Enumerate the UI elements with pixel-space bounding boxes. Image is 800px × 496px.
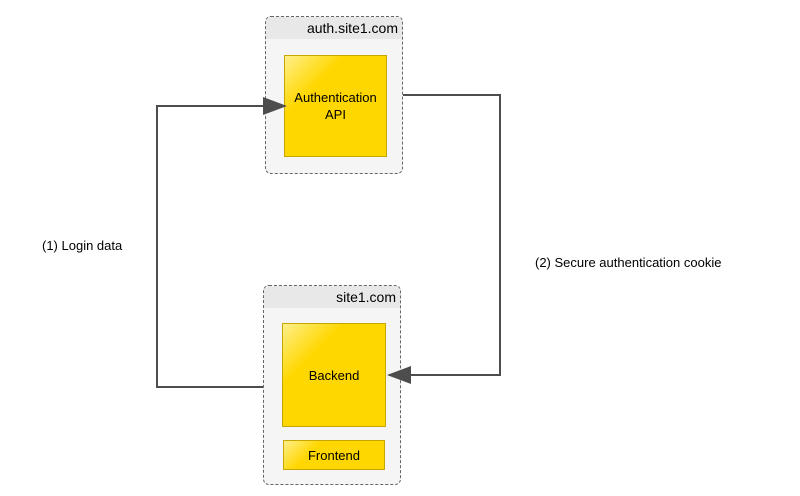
node-authentication-api-label: Authentication API (294, 90, 377, 122)
edge-secure-cookie (387, 94, 501, 384)
node-authentication-api: Authentication API (284, 55, 387, 157)
container-auth-site1: auth.site1.com Authentication API (265, 16, 403, 174)
node-frontend-label: Frontend (307, 447, 361, 463)
edge-label-secure-cookie: (2) Secure authentication cookie (533, 255, 724, 270)
node-backend-label: Backend (308, 367, 360, 383)
container-site1-title: site1.com (264, 286, 400, 308)
edge-label-login-data: (1) Login data (40, 238, 125, 253)
container-auth-title: auth.site1.com (266, 17, 402, 39)
node-backend: Backend (282, 323, 386, 427)
container-site1: site1.com Backend Frontend (263, 285, 401, 485)
node-frontend: Frontend (283, 440, 385, 470)
